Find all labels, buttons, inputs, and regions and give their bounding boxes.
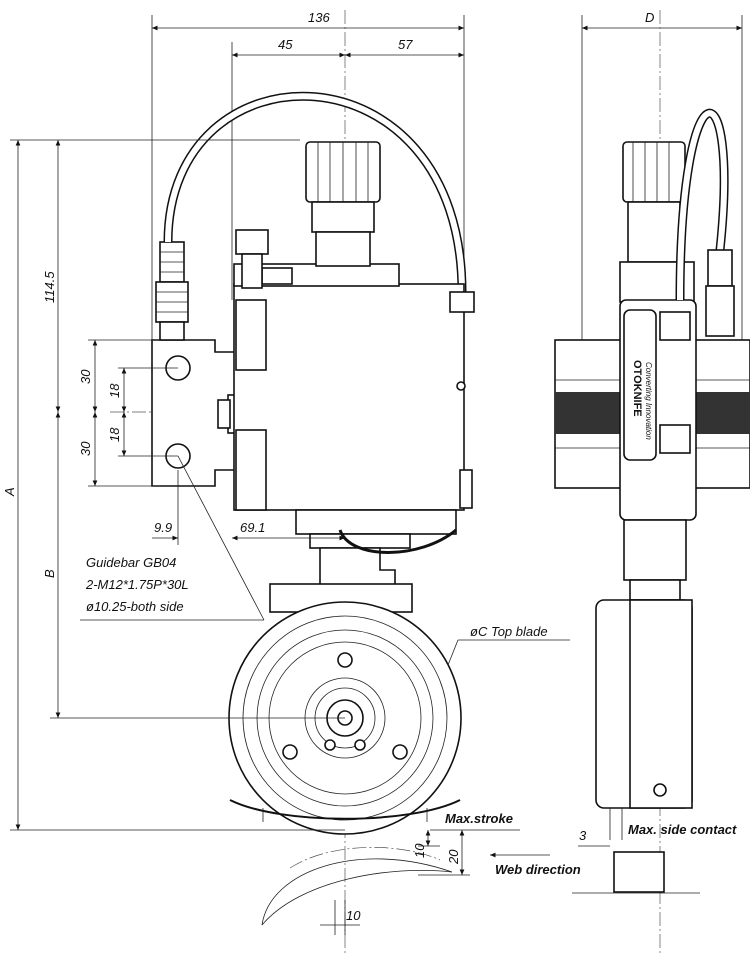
dim-30-top: 30 bbox=[78, 369, 93, 384]
dim-A: A bbox=[2, 487, 17, 497]
dim-9-9: 9.9 bbox=[154, 520, 172, 535]
dim-18-bottom: 18 bbox=[107, 427, 122, 442]
dim-web-10: 10 bbox=[346, 908, 361, 923]
web-direction-label: Web direction bbox=[495, 862, 581, 877]
dimension-lines bbox=[10, 25, 570, 935]
dim-69-1: 69.1 bbox=[240, 520, 265, 535]
dim-stroke-10: 10 bbox=[412, 843, 427, 858]
dim-side-3: 3 bbox=[579, 828, 587, 843]
brand-tagline: Converting Innovation bbox=[644, 362, 653, 440]
front-view bbox=[110, 10, 475, 955]
top-blade-note: øC Top blade bbox=[470, 624, 548, 639]
dim-stroke-20: 20 bbox=[446, 849, 461, 865]
dim-30-bottom: 30 bbox=[78, 441, 93, 456]
max-side-contact-label: Max. side contact bbox=[628, 822, 737, 837]
guidebar-note-2: 2-M12*1.75P*30L bbox=[85, 577, 189, 592]
dim-136: 136 bbox=[308, 10, 330, 25]
dim-45: 45 bbox=[278, 37, 293, 52]
dim-18-top: 18 bbox=[107, 383, 122, 398]
dim-57: 57 bbox=[398, 37, 413, 52]
dim-114-5: 114.5 bbox=[42, 271, 57, 303]
dim-B: B bbox=[42, 569, 57, 578]
side-view: OTOKNIFE Converting Innovation bbox=[554, 10, 750, 955]
dim-D: D bbox=[645, 10, 654, 25]
brand-logo: OTOKNIFE bbox=[631, 360, 643, 417]
max-stroke-label: Max.stroke bbox=[445, 811, 513, 826]
main-body bbox=[233, 283, 465, 511]
guidebar-note-3: ø10.25-both side bbox=[86, 599, 184, 614]
guidebar-note-1: Guidebar GB04 bbox=[86, 555, 176, 570]
